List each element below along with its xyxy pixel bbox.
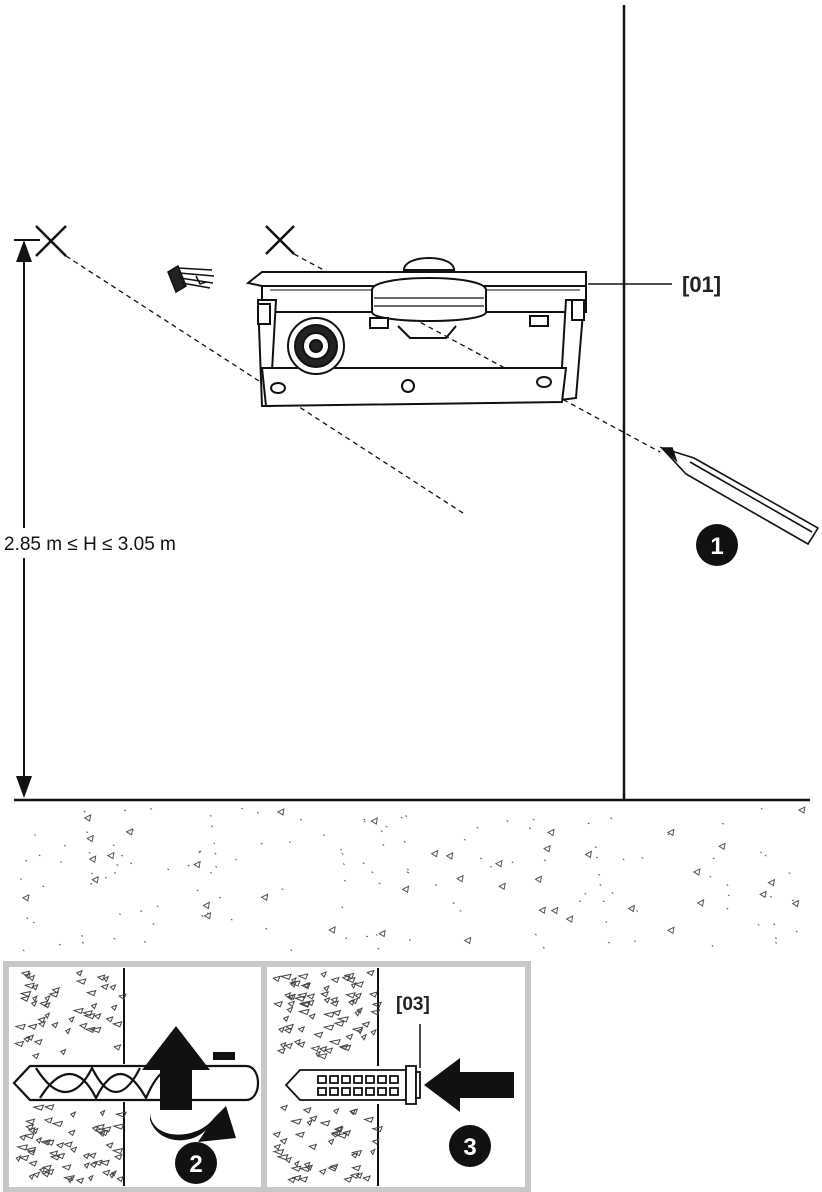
step-2-number: 2: [189, 1151, 202, 1178]
step-1-number: 1: [710, 533, 723, 560]
wall-section: [10, 968, 127, 1186]
floor-concrete-texture: [19, 806, 806, 952]
height-dimension: 2.85 m ≤ H ≤ 3.05 m: [0, 239, 220, 798]
step-3-number: 3: [463, 1134, 476, 1161]
height-range-label: 2.85 m ≤ H ≤ 3.05 m: [4, 534, 176, 555]
mark-x-icon: [35, 225, 67, 257]
alignment-line: [293, 253, 661, 453]
drill-bit-icon: [12, 1064, 259, 1102]
step-3-badge: 3: [449, 1125, 491, 1167]
device-illustration: [245, 257, 587, 408]
callout-part-01: [01]: [682, 272, 721, 297]
step-2-badge: 2: [175, 1142, 217, 1184]
wall-plug-icon: [284, 1065, 421, 1105]
pencil-icon: [659, 446, 820, 546]
mark-x-icon: [265, 225, 295, 255]
push-arrow-icon: [424, 1058, 514, 1112]
callout-part-03: [03]: [396, 994, 430, 1015]
rotation-arrow-icon: [142, 1026, 236, 1142]
cable-connector-icon: [167, 264, 215, 294]
step-1-badge: 1: [696, 524, 738, 566]
